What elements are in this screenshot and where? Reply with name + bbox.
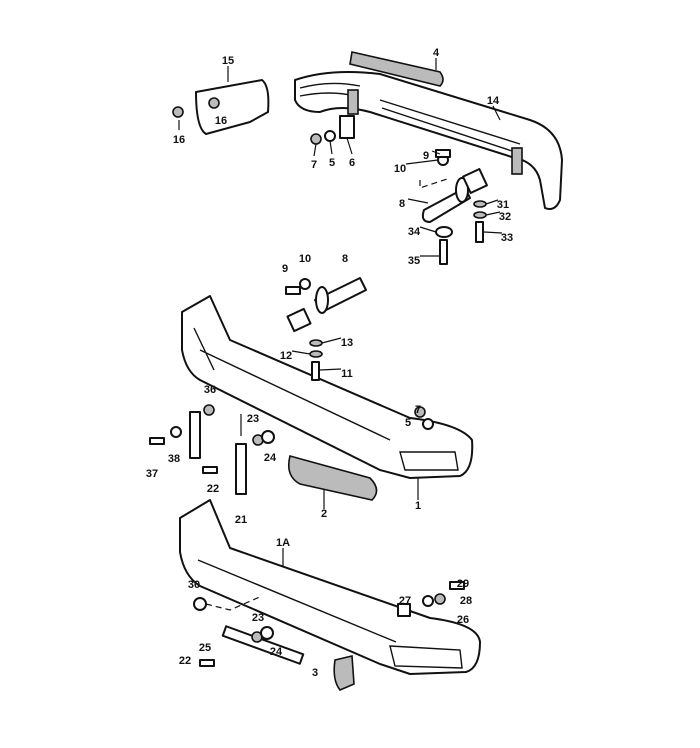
callout: 9 xyxy=(423,150,429,162)
callout: 7 xyxy=(311,159,317,171)
callout: 14 xyxy=(487,95,500,107)
callout: 5 xyxy=(405,417,411,429)
callout: 26 xyxy=(457,614,469,626)
callout: 11 xyxy=(341,368,353,380)
callout: 16 xyxy=(173,134,185,146)
callout: 10 xyxy=(394,163,406,175)
callout: 24 xyxy=(264,452,277,464)
trim-strip-4 xyxy=(349,51,444,87)
callout: 36 xyxy=(204,384,216,396)
rear-bumper-14 xyxy=(294,71,563,210)
front-bumper-1 xyxy=(181,295,474,479)
callout: 9 xyxy=(282,263,288,275)
callout: 22 xyxy=(179,655,191,667)
callout: 5 xyxy=(329,157,335,169)
callout: 30 xyxy=(188,579,200,591)
callout: 7 xyxy=(415,404,421,416)
cover-15 xyxy=(195,79,270,135)
trim-strip-2 xyxy=(287,455,378,501)
callout: 34 xyxy=(408,226,421,238)
callout: 38 xyxy=(168,453,180,465)
callout: 25 xyxy=(199,642,211,654)
callout: 23 xyxy=(247,413,259,425)
callout: 2 xyxy=(321,508,327,520)
callout: 27 xyxy=(399,595,411,607)
shock-absorber-lower xyxy=(285,277,367,381)
callout: 21 xyxy=(235,514,247,526)
callout: 24 xyxy=(270,646,283,658)
callout: 6 xyxy=(349,157,355,169)
callout: 8 xyxy=(342,253,348,265)
callout: 15 xyxy=(222,55,234,67)
callout: 35 xyxy=(408,255,420,267)
callout: 33 xyxy=(501,232,513,244)
bumper-1A xyxy=(179,499,481,675)
callout: 13 xyxy=(341,337,353,349)
callout: 29 xyxy=(457,578,469,590)
callouts: 4 14 15 16 16 7 5 6 9 10 8 31 32 34 33 3… xyxy=(146,47,513,679)
callout: 23 xyxy=(252,612,264,624)
callout: 3 xyxy=(312,667,318,679)
callout: 4 xyxy=(433,47,440,59)
callout: 28 xyxy=(460,595,472,607)
callout: 22 xyxy=(207,483,219,495)
callout: 16 xyxy=(215,115,227,127)
callout: 12 xyxy=(280,350,292,362)
leader-lines xyxy=(178,58,503,566)
callout: 1 xyxy=(415,500,421,512)
callout: 31 xyxy=(497,199,509,211)
callout: 10 xyxy=(299,253,311,265)
callout: 1A xyxy=(276,537,290,549)
shock-absorber-upper xyxy=(419,149,488,265)
callout: 8 xyxy=(399,198,405,210)
callout: 37 xyxy=(146,468,158,480)
callout: 32 xyxy=(499,211,511,223)
